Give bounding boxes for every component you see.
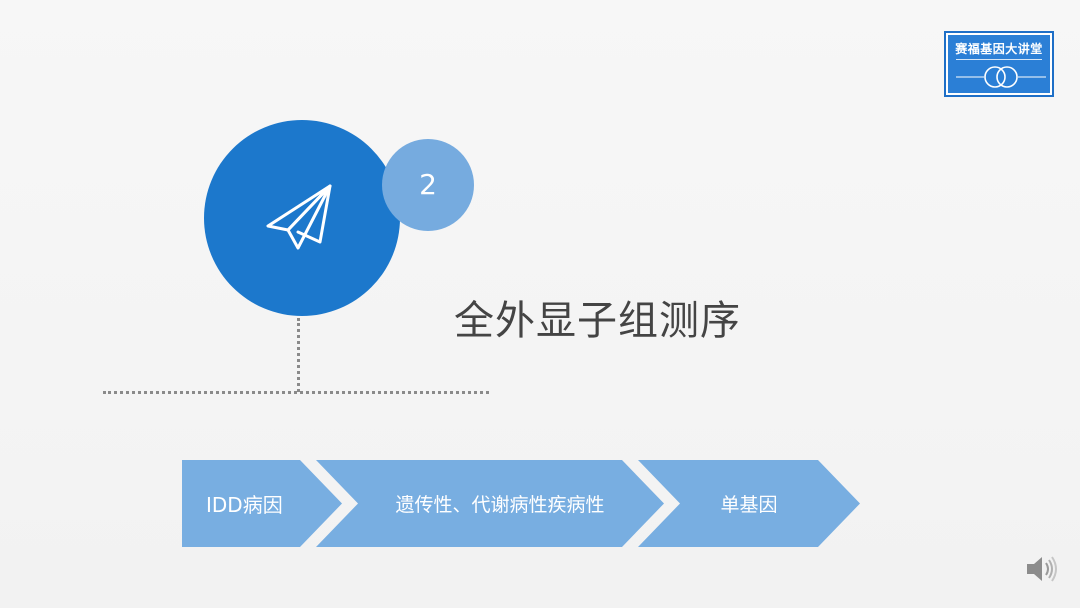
brand-logo: 赛福基因大讲堂	[944, 31, 1054, 97]
logo-divider	[956, 59, 1042, 60]
horizontal-dotted-divider	[103, 391, 489, 394]
logo-mark-icon	[956, 66, 1046, 88]
logo-panel: 赛福基因大讲堂	[948, 35, 1050, 93]
vertical-dotted-connector	[297, 318, 300, 392]
section-heading: 全外显子组测序	[454, 298, 741, 344]
section-number-badge: 2	[382, 139, 474, 231]
speaker-icon[interactable]	[1024, 553, 1060, 585]
process-step-label: 遗传性、代谢病性疾病性	[395, 494, 605, 516]
process-step-2: 遗传性、代谢病性疾病性	[316, 460, 664, 547]
paper-plane-icon	[266, 184, 332, 250]
logo-title: 赛福基因大讲堂	[955, 42, 1043, 56]
process-step-3: 单基因	[638, 460, 860, 547]
section-icon-circle	[204, 120, 400, 316]
process-step-label: 单基因	[720, 494, 778, 516]
process-step-1: IDD病因	[182, 460, 342, 547]
process-step-label: IDD病因	[206, 493, 283, 517]
